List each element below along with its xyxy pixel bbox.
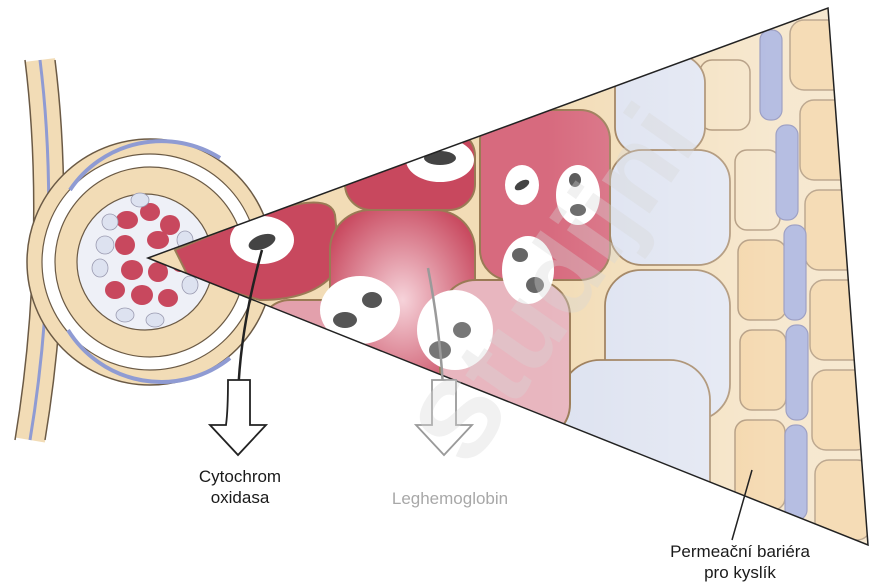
label-cytochrome-oxidase: Cytochrom oxidasa	[185, 466, 295, 508]
label-barrier-line-2: pro kyslík	[650, 562, 830, 583]
label-oxygen-barrier: Permeační bariéra pro kyslík	[650, 541, 830, 583]
label-cytochrome-line-1: Cytochrom	[185, 466, 295, 487]
label-cytochrome-line-2: oxidasa	[185, 487, 295, 508]
label-leghemoglobin: Leghemoglobin	[370, 488, 530, 509]
label-barrier-line-1: Permeační bariéra	[650, 541, 830, 562]
